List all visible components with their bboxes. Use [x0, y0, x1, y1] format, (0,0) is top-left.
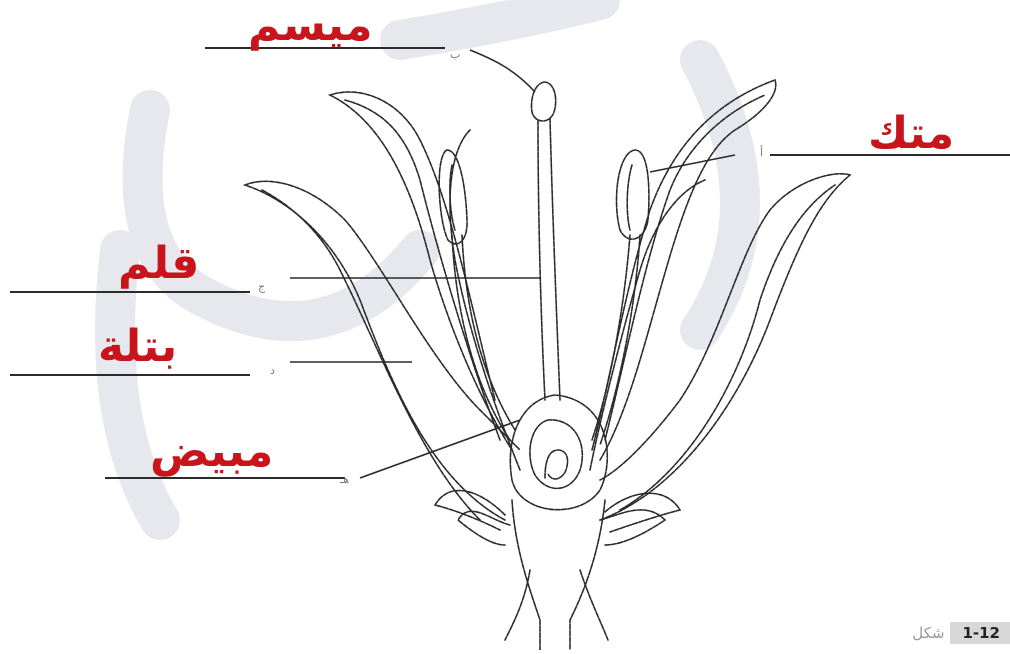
sepal-left: [458, 511, 510, 545]
letter-ovary: هـ: [340, 473, 349, 486]
figure-caption: شكل 1-12: [912, 620, 1010, 646]
label-petal: بتلة: [98, 325, 177, 369]
label-ovary: مبيض: [150, 430, 273, 474]
letter-style: ج: [258, 280, 265, 293]
caption-word: شكل: [912, 624, 944, 642]
stigma: [532, 82, 556, 121]
left-filament: [452, 235, 510, 440]
label-style: قلم: [118, 242, 199, 286]
letter-anther: أ: [760, 146, 763, 159]
right-anther: [616, 150, 648, 239]
label-stigma: ميسم: [248, 4, 372, 48]
pointer-stigma: [470, 50, 535, 92]
caption-number: 1-12: [950, 622, 1010, 644]
ovary-shape: [510, 395, 607, 510]
letter-stigma: ب: [450, 48, 460, 61]
style: [538, 120, 545, 400]
letter-petal: د: [270, 364, 275, 377]
label-anther: متك: [868, 112, 954, 156]
